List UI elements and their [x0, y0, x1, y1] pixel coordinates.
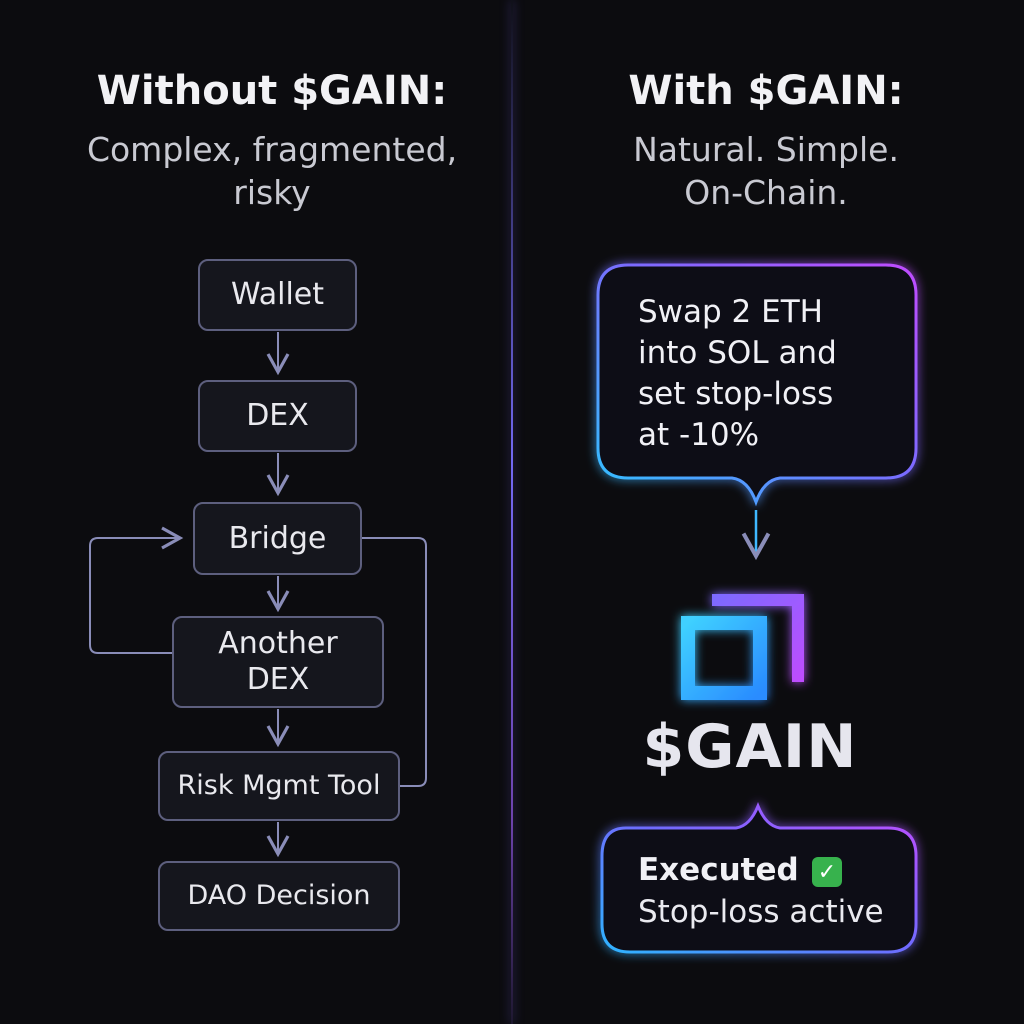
flow-step-dao-decision-label: DAO Decision — [187, 880, 371, 911]
flow-step-dex: DEX — [198, 380, 357, 452]
gain-logo-text: $GAIN — [642, 712, 858, 782]
result-executed-label: Executed — [638, 852, 799, 888]
check-mark-icon: ✓ — [812, 857, 842, 887]
loop-line-bridge-to-risk-tool — [362, 537, 427, 787]
right-subtitle-line1: Natural. Simple. — [633, 130, 899, 169]
left-subtitle-line2: risky — [233, 173, 311, 212]
left-subtitle-line1: Complex, fragmented, — [86, 130, 458, 169]
gain-square-logo-icon — [681, 594, 804, 700]
prompt-bubble-outline — [596, 263, 918, 507]
left-panel-subtitle: Complex, fragmented, risky — [62, 128, 482, 214]
right-subtitle-line2: On-Chain. — [684, 173, 848, 212]
result-callout-outline — [600, 801, 918, 954]
flow-step-risk-tool-label: Risk Mgmt Tool — [177, 770, 381, 801]
prompt-line-3: set stop-loss — [638, 376, 834, 412]
flow-step-dex-label: DEX — [246, 398, 309, 433]
panel-divider — [511, 0, 513, 1024]
flow-step-risk-tool: Risk Mgmt Tool — [158, 751, 400, 821]
flow-step-bridge-label: Bridge — [228, 520, 327, 556]
flow-step-bridge: Bridge — [193, 502, 362, 575]
flow-step-another-dex-label-line1: Another — [218, 626, 338, 661]
flow-step-wallet-label: Wallet — [230, 277, 325, 312]
left-panel-title: Without $GAIN: — [96, 68, 448, 114]
loop-arrow-another-dex-to-bridge — [89, 526, 184, 654]
prompt-line-4: at -10% — [638, 417, 760, 453]
right-panel-subtitle: Natural. Simple. On-Chain. — [556, 128, 976, 214]
flow-step-wallet: Wallet — [198, 259, 357, 331]
flow-step-another-dex-label-line2: DEX — [246, 662, 310, 697]
right-panel-title: With $GAIN: — [628, 68, 904, 114]
prompt-line-2: into SOL and — [638, 335, 837, 371]
prompt-line-1: Swap 2 ETH — [638, 294, 823, 330]
prompt-bubble-text: Swap 2 ETH into SOL and set stop-loss at… — [638, 292, 908, 456]
flow-step-dao-decision: DAO Decision — [158, 861, 400, 931]
result-status-text: Stop-loss active — [638, 894, 884, 930]
flow-step-another-dex: Another DEX — [172, 616, 384, 708]
